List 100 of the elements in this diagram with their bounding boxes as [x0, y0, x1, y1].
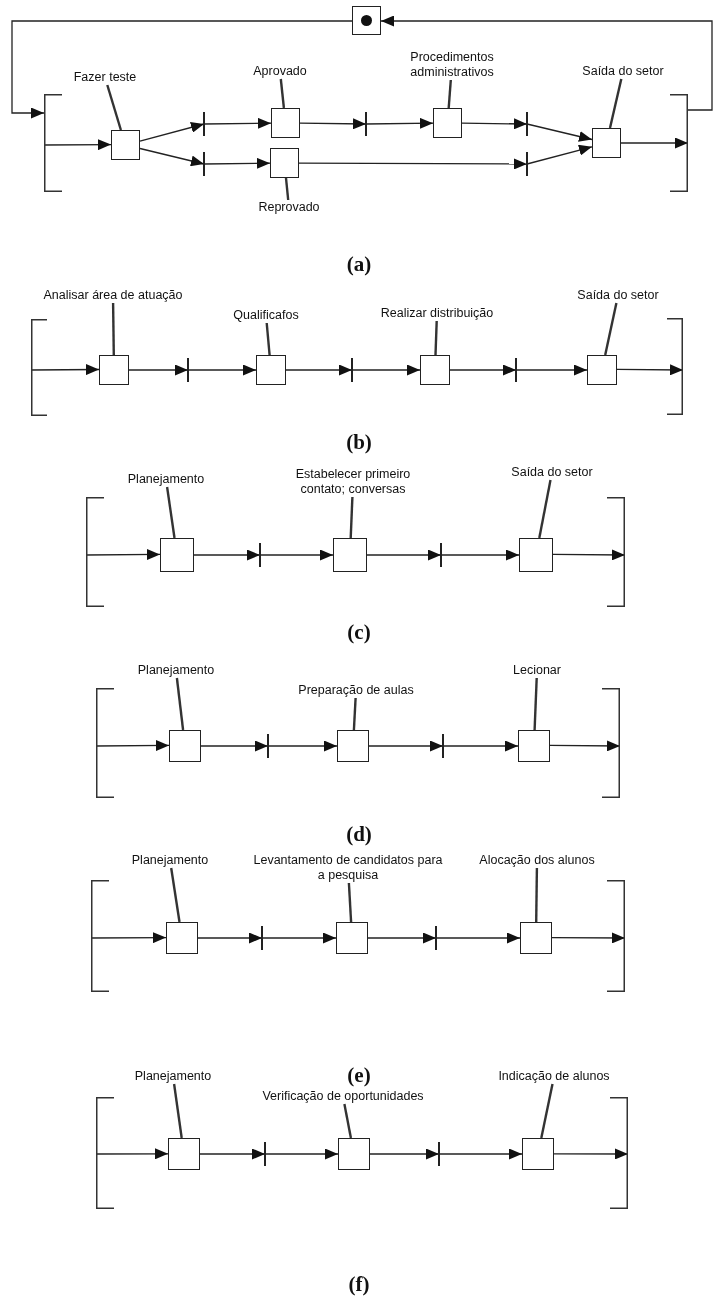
activity-box	[168, 1138, 200, 1170]
arrow	[299, 118, 367, 130]
arrow	[193, 549, 261, 561]
arrow	[369, 1148, 440, 1160]
leader-line	[535, 868, 539, 922]
arrow	[203, 157, 271, 169]
activity-box	[166, 922, 198, 954]
activity-box	[336, 922, 368, 954]
boundary-bracket	[91, 880, 109, 992]
boundary-bracket	[610, 1097, 628, 1209]
arrow	[526, 123, 593, 142]
arrow	[95, 740, 170, 751]
activity-box	[338, 1138, 370, 1170]
arrow	[515, 364, 588, 376]
arrow	[438, 1148, 523, 1160]
leader-line	[279, 78, 286, 109]
activity-box	[433, 108, 462, 138]
activity-box	[518, 730, 550, 762]
leader-line	[604, 302, 618, 356]
leader-line	[538, 479, 552, 539]
activity-box	[333, 538, 367, 572]
arrow	[440, 549, 520, 561]
arrow	[11, 20, 353, 119]
arrow	[267, 740, 338, 752]
activity-box	[271, 108, 300, 138]
activity-box	[522, 1138, 554, 1170]
activity-box	[592, 128, 621, 158]
step-label: Procedimentos administrativos	[400, 50, 504, 80]
arrow	[259, 549, 334, 561]
leader-line	[343, 1103, 353, 1139]
boundary-bracket	[31, 319, 47, 416]
activity-box	[587, 355, 617, 385]
activity-box	[337, 730, 369, 762]
arrow	[203, 117, 272, 129]
step-label: Preparação de aulas	[283, 683, 429, 698]
arrow	[553, 1148, 629, 1160]
panel-caption: (d)	[345, 822, 373, 847]
activity-box	[519, 538, 553, 572]
leader-line	[172, 1083, 183, 1139]
panel-caption: (b)	[345, 430, 373, 455]
leader-line	[175, 677, 185, 731]
activity-box	[256, 355, 286, 385]
arrow	[197, 932, 263, 944]
boundary-bracket	[607, 880, 625, 992]
step-label: Reprovado	[250, 200, 328, 215]
arrow	[90, 932, 167, 944]
arrow	[95, 1148, 169, 1160]
arrow	[551, 932, 626, 944]
leader-line	[170, 867, 181, 923]
activity-box	[111, 130, 140, 160]
leader-line	[533, 677, 538, 731]
boundary-bracket	[96, 1097, 114, 1209]
step-label: Lecionar	[498, 663, 576, 678]
leader-line	[349, 496, 354, 539]
arrow	[264, 1148, 339, 1160]
arrow	[380, 15, 713, 111]
arrow	[368, 740, 444, 752]
arrow	[367, 932, 437, 944]
boundary-bracket	[667, 318, 683, 415]
arrow	[549, 740, 621, 752]
step-label: Estabelecer primeiro contato; conversas	[288, 467, 418, 497]
arrow	[139, 147, 205, 167]
leader-line	[608, 78, 623, 129]
arrow	[449, 364, 517, 376]
activity-box	[99, 355, 129, 385]
arrow	[30, 364, 100, 376]
panel-caption: (f)	[347, 1272, 371, 1297]
leader-line	[106, 84, 123, 131]
leader-line	[111, 303, 115, 355]
arrow	[85, 549, 161, 560]
step-label: Planejamento	[123, 663, 229, 678]
arrow	[139, 122, 205, 142]
leader-line	[352, 697, 357, 731]
boundary-bracket	[607, 497, 625, 607]
panel-caption: (e)	[346, 1063, 372, 1088]
step-label: Saída do setor	[493, 465, 611, 480]
loop-box	[352, 6, 381, 35]
step-label: Verificação de oportunidades	[243, 1089, 443, 1104]
step-label: Planejamento	[121, 1069, 225, 1084]
boundary-bracket	[86, 497, 104, 607]
step-label: Realizar distribuição	[370, 306, 504, 321]
step-label: Levantamento de candidatos para a pesquisa	[250, 853, 446, 883]
arrow	[616, 364, 684, 376]
activity-box	[520, 922, 552, 954]
panel-caption: (c)	[346, 620, 372, 645]
leader-line	[284, 177, 290, 201]
step-label: Saída do setor	[568, 64, 678, 79]
arrow	[366, 549, 442, 561]
arrow	[187, 364, 257, 376]
arrow	[365, 117, 434, 129]
arrow	[298, 158, 528, 170]
step-label: Planejamento	[118, 853, 222, 868]
arrow	[200, 740, 269, 752]
arrow	[620, 137, 689, 149]
boundary-bracket	[602, 688, 620, 798]
arrow	[442, 740, 519, 752]
arrow	[199, 1148, 266, 1160]
step-label: Planejamento	[113, 472, 219, 487]
boundary-bracket	[44, 94, 62, 192]
arrow	[261, 932, 337, 944]
